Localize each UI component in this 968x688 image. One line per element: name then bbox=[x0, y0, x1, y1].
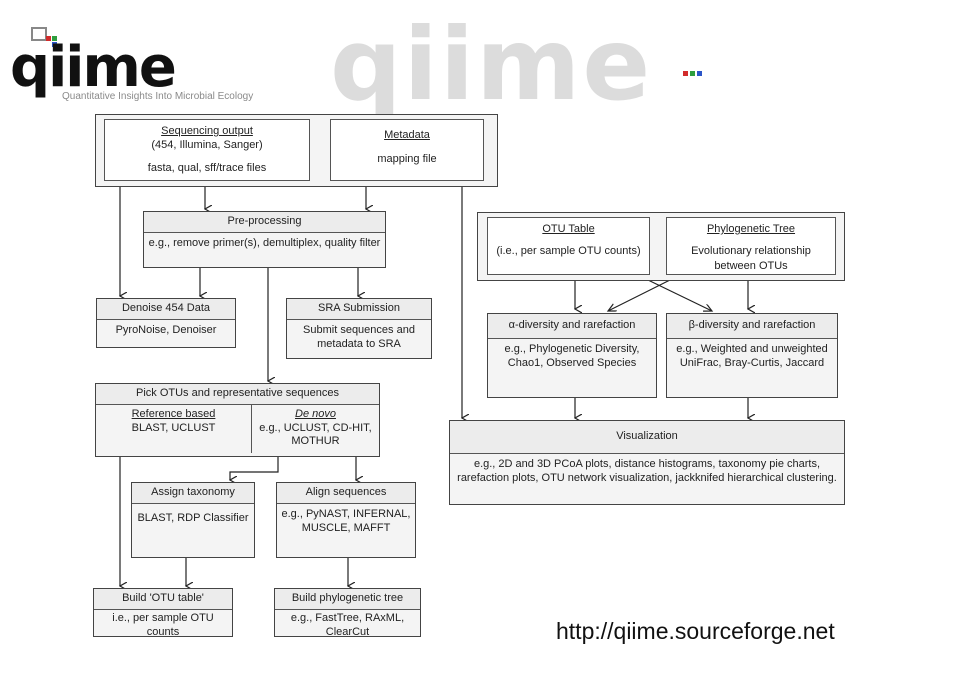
watermark-dots bbox=[683, 63, 704, 81]
sequencing-output-files: fasta, qual, sff/trace files bbox=[147, 161, 267, 174]
preprocessing-title: Pre-processing bbox=[144, 212, 385, 233]
align-sequences-box: Align sequences e.g., PyNAST, INFERNAL, … bbox=[276, 482, 416, 558]
preprocessing-body: e.g., remove primer(s), demultiplex, qua… bbox=[148, 236, 381, 249]
build-otu-table-body: i.e., per sample OTU counts bbox=[112, 611, 214, 638]
beta-diversity-title: β-diversity and rarefaction bbox=[667, 314, 837, 339]
alpha-diversity-box: α-diversity and rarefaction e.g., Phylog… bbox=[487, 313, 657, 398]
de-novo-cell: De novo e.g., UCLUST, CD-HIT, MOTHUR bbox=[252, 405, 379, 453]
align-sequences-title: Align sequences bbox=[277, 483, 415, 504]
otu-table-body: (i.e., per sample OTU counts) bbox=[496, 245, 641, 258]
build-otu-table-box: Build 'OTU table' i.e., per sample OTU c… bbox=[93, 588, 233, 638]
website-url: http://qiime.sourceforge.net bbox=[556, 618, 835, 644]
sra-body: Submit sequences and metadata to SRA bbox=[303, 323, 415, 350]
de-novo-body: e.g., UCLUST, CD-HIT, MOTHUR bbox=[259, 421, 372, 448]
build-otu-table-title: Build 'OTU table' bbox=[94, 589, 232, 610]
build-tree-body: e.g., FastTree, RAxML, ClearCut bbox=[290, 611, 405, 638]
metadata-title: Metadata bbox=[384, 129, 430, 141]
pick-otus-title: Pick OTUs and representative sequences bbox=[96, 384, 379, 405]
sequencing-output-title: Sequencing output bbox=[161, 125, 253, 137]
beta-diversity-box: β-diversity and rarefaction e.g., Weight… bbox=[666, 313, 838, 398]
denoise-body: PyroNoise, Denoiser bbox=[115, 323, 217, 336]
assign-taxonomy-body: BLAST, RDP Classifier bbox=[137, 511, 249, 524]
logo-tagline: Quantitative Insights Into Microbial Eco… bbox=[62, 91, 254, 102]
denoise-box: Denoise 454 Data PyroNoise, Denoiser bbox=[96, 298, 236, 348]
logo: qiime bbox=[10, 35, 177, 100]
sequencing-output-box: Sequencing output (454, Illumina, Sanger… bbox=[104, 119, 310, 181]
watermark-logo: qiime bbox=[330, 6, 653, 123]
phylogenetic-tree-title: Phylogenetic Tree bbox=[706, 223, 796, 235]
sequencing-output-platforms: (454, Illumina, Sanger) bbox=[151, 139, 263, 152]
assign-taxonomy-title: Assign taxonomy bbox=[132, 483, 254, 504]
de-novo-title: De novo bbox=[295, 407, 336, 420]
build-tree-title: Build phylogenetic tree bbox=[275, 589, 420, 610]
build-tree-box: Build phylogenetic tree e.g., FastTree, … bbox=[274, 588, 421, 638]
align-sequences-body: e.g., PyNAST, INFERNAL, MUSCLE, MAFFT bbox=[281, 507, 411, 534]
alpha-diversity-body: e.g., Phylogenetic Diversity, Chao1, Obs… bbox=[504, 342, 640, 369]
pick-otus-box: Pick OTUs and representative sequences R… bbox=[95, 383, 380, 457]
visualization-body: e.g., 2D and 3D PCoA plots, distance his… bbox=[457, 457, 837, 484]
sra-box: SRA Submission Submit sequences and meta… bbox=[286, 298, 432, 359]
otu-table-box: OTU Table (i.e., per sample OTU counts) bbox=[487, 217, 650, 275]
alpha-diversity-title: α-diversity and rarefaction bbox=[488, 314, 656, 339]
phylogenetic-tree-box: Phylogenetic Tree Evolutionary relations… bbox=[666, 217, 836, 275]
metadata-sub: mapping file bbox=[377, 153, 437, 166]
reference-based-cell: Reference based BLAST, UCLUST bbox=[96, 404, 252, 453]
sra-title: SRA Submission bbox=[287, 299, 431, 320]
phylogenetic-tree-body: Evolutionary relationship between OTUs bbox=[691, 245, 811, 272]
beta-diversity-body: e.g., Weighted and unweighted UniFrac, B… bbox=[676, 342, 828, 369]
visualization-box: Visualization e.g., 2D and 3D PCoA plots… bbox=[449, 420, 845, 505]
reference-based-title: Reference based bbox=[131, 407, 216, 420]
visualization-title: Visualization bbox=[450, 421, 844, 454]
logo-icon bbox=[31, 27, 57, 47]
metadata-box: Metadata mapping file bbox=[330, 119, 484, 181]
assign-taxonomy-box: Assign taxonomy BLAST, RDP Classifier bbox=[131, 482, 255, 558]
reference-based-body: BLAST, UCLUST bbox=[131, 421, 216, 434]
denoise-title: Denoise 454 Data bbox=[97, 299, 235, 320]
preprocessing-box: Pre-processing e.g., remove primer(s), d… bbox=[143, 211, 386, 268]
otu-table-title: OTU Table bbox=[542, 223, 595, 235]
